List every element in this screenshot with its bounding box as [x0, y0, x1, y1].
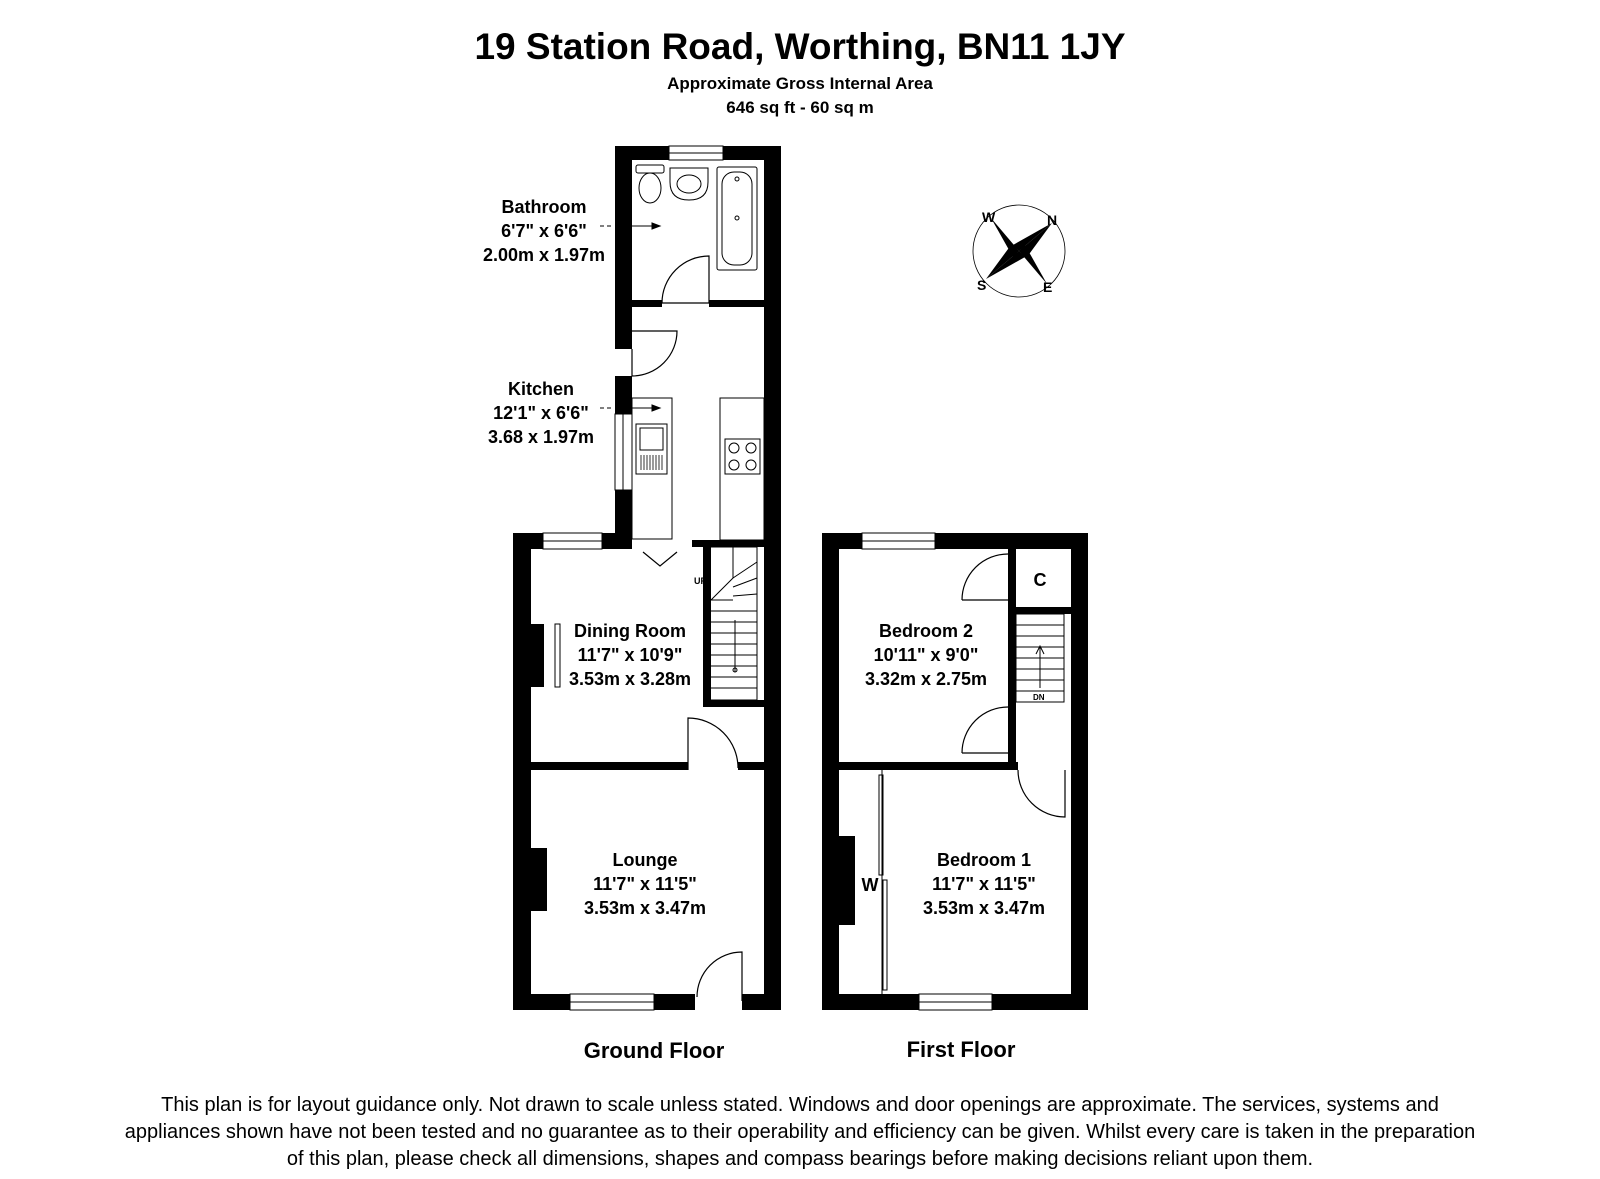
kitchen-worktop-west [631, 397, 673, 540]
plan-area: 646 sq ft - 60 sq m [726, 98, 874, 117]
first-floor-label: First Floor [907, 1037, 1016, 1062]
disclaimer-line: appliances shown have not been tested an… [124, 1121, 1476, 1143]
lounge-metric: 3.53m x 3.47m [584, 898, 706, 918]
bath [716, 166, 758, 271]
kitchen-worktop-east [719, 397, 765, 541]
dining-room-metric: 3.53m x 3.28m [569, 669, 691, 689]
ground-floor-windows [542, 145, 724, 1011]
dimension-pointers [600, 222, 662, 412]
kitchen-imperial: 12'1" x 6'6" [493, 403, 589, 423]
hearth [554, 623, 561, 688]
toilet-bowl [638, 172, 662, 204]
bedroom2-metric: 3.32m x 2.75m [865, 669, 987, 689]
bathroom-metric: 2.00m x 1.97m [483, 245, 605, 265]
kitchen-name: Kitchen [508, 379, 574, 399]
dining-room-name: Dining Room [574, 621, 686, 641]
lounge-imperial: 11'7" x 11'5" [593, 874, 697, 894]
compass-west: W [982, 209, 996, 225]
compass-east: E [1043, 279, 1052, 295]
bathroom-name: Bathroom [502, 197, 587, 217]
wash-basin [669, 167, 709, 201]
first-floor-doors [961, 553, 1066, 818]
wardrobe [878, 770, 888, 994]
stairs-up-label: UP [694, 576, 707, 586]
plan-title: 19 Station Road, Worthing, BN11 1JY [474, 26, 1126, 67]
lounge-name: Lounge [613, 850, 678, 870]
ground-floor-label: Ground Floor [584, 1038, 725, 1063]
bedroom1-metric: 3.53m x 3.47m [923, 898, 1045, 918]
compass-south: S [977, 277, 986, 293]
wardrobe-label: W [862, 875, 879, 895]
cupboard-label: C [1034, 570, 1047, 590]
dining-room-imperial: 11'7" x 10'9" [578, 645, 683, 665]
ground-stairs [710, 546, 758, 701]
disclaimer-line: of this plan, please check all dimension… [286, 1148, 1314, 1170]
ground-floor-doors [631, 255, 743, 1001]
bedroom1-imperial: 11'7" x 11'5" [932, 874, 1036, 894]
toilet-cistern [635, 164, 665, 174]
stairs-down-label: DN [1033, 693, 1045, 702]
bedroom2-imperial: 10'11" x 9'0" [874, 645, 979, 665]
ground-floor-walls [513, 146, 781, 1010]
kitchen-fixtures [554, 397, 765, 688]
disclaimer: This plan is for layout guidance only. N… [0, 1092, 1600, 1173]
hob [724, 438, 761, 475]
plan-subtitle: Approximate Gross Internal Area [667, 74, 933, 93]
compass-north: N [1047, 212, 1057, 228]
first-stairs [1015, 613, 1065, 703]
bedroom2-name: Bedroom 2 [879, 621, 973, 641]
bathroom-imperial: 6'7" x 6'6" [501, 221, 587, 241]
disclaimer-line: This plan is for layout guidance only. N… [161, 1094, 1439, 1116]
compass-icon: W N S E [972, 204, 1066, 298]
bathroom-fixtures [635, 164, 758, 271]
first-floor-windows [861, 532, 993, 1011]
first-floor-walls [822, 533, 1088, 1010]
bedroom1-name: Bedroom 1 [937, 850, 1031, 870]
kitchen-metric: 3.68 x 1.97m [488, 427, 594, 447]
kitchen-sink [635, 423, 668, 475]
